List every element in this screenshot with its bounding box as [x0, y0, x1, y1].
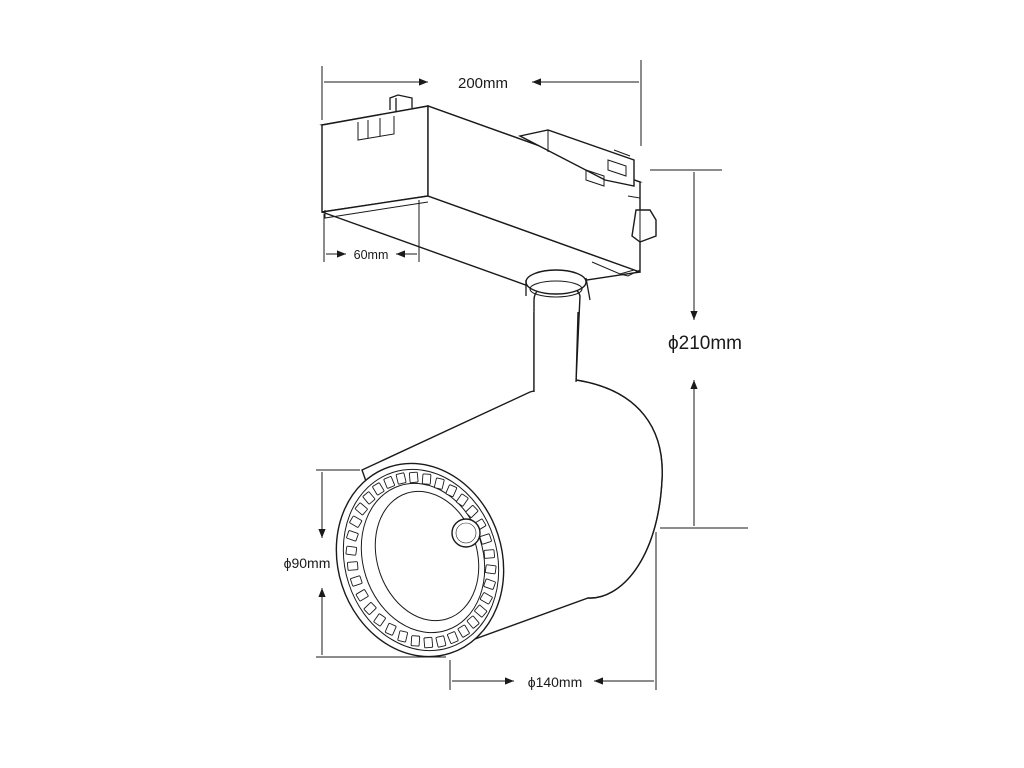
- heat-sink-fin: [456, 493, 469, 507]
- heat-sink-fin: [384, 622, 397, 636]
- heat-sink-fin: [410, 635, 421, 647]
- heat-sink-fin: [408, 471, 419, 484]
- heat-sink-fin: [479, 592, 493, 605]
- heat-sink-fin: [447, 631, 459, 644]
- heat-sink-fin: [479, 533, 492, 545]
- heat-sink-fin: [383, 476, 395, 489]
- heat-sink-fin: [395, 472, 407, 485]
- heat-sink-fin: [350, 575, 363, 587]
- heat-sink-fin: [445, 484, 458, 498]
- heat-sink-fin: [372, 482, 385, 496]
- heat-sink-fin: [346, 530, 359, 542]
- heat-sink-fin: [349, 515, 363, 528]
- width-dimension-label: 200mm: [458, 75, 508, 92]
- heat-sink-fin: [484, 564, 497, 575]
- heat-sink-fin: [423, 636, 434, 649]
- heat-sink-fin: [363, 602, 377, 615]
- heat-sink-fin: [421, 473, 432, 485]
- heat-sink-fin: [345, 545, 358, 556]
- body-diameter-dimension-label: ϕ140mm: [528, 674, 583, 690]
- heat-sink-fin: [354, 502, 368, 516]
- heat-sink-fin: [483, 578, 496, 590]
- track-adapter: [319, 94, 657, 289]
- heat-sink-fin: [397, 630, 408, 643]
- heat-sink-fin: [347, 561, 359, 571]
- heat-sink-fin: [465, 505, 479, 518]
- heat-sink-fin: [373, 613, 386, 627]
- heat-sink-fin: [466, 615, 480, 629]
- heat-sink-fin: [474, 604, 488, 618]
- heat-sink-fin: [434, 477, 445, 490]
- heat-sink-fin: [435, 635, 447, 648]
- adapter-width-dimension-label: 60mm: [354, 248, 389, 262]
- heat-sink-fin: [457, 624, 470, 638]
- heat-sink-fin: [355, 589, 369, 602]
- heat-sink-fin: [483, 549, 495, 559]
- height-dimension-label: ϕ210mm: [668, 333, 742, 354]
- dimension-lines: [316, 60, 748, 690]
- front-lens: [335, 462, 505, 658]
- heat-sink-fin: [362, 491, 376, 505]
- lens-diameter-dimension-label: ϕ90mm: [284, 555, 331, 571]
